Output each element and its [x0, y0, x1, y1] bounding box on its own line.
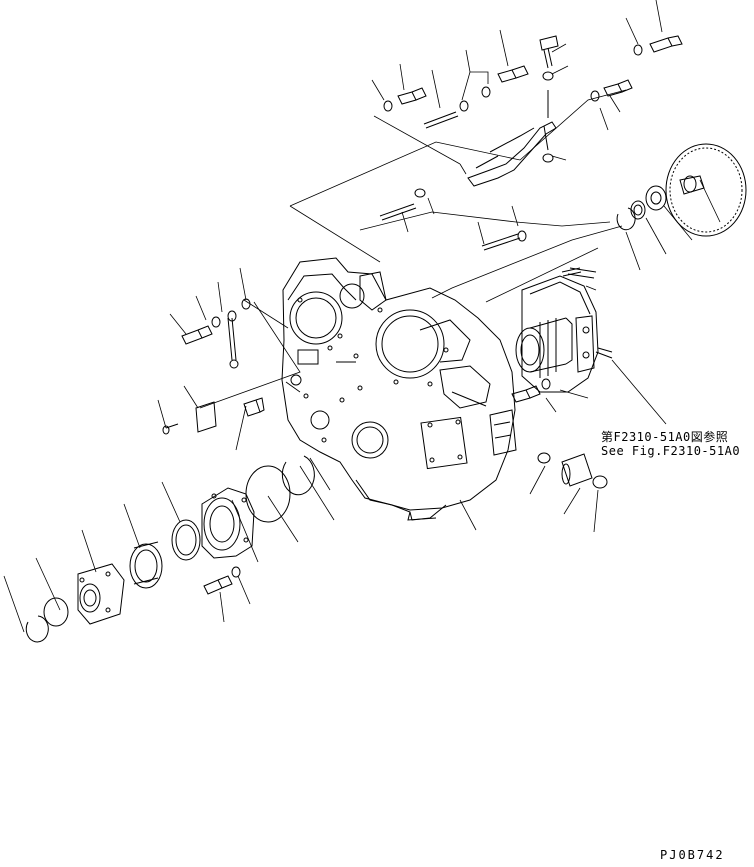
pin-right — [561, 267, 582, 277]
pto-housing — [515, 267, 599, 393]
guide-pin-top — [423, 111, 459, 129]
gear-snap-ring — [616, 207, 636, 231]
bearing-cage — [201, 487, 255, 559]
case-bore-left-lower — [310, 410, 330, 430]
cap-small — [537, 452, 551, 464]
washer-upper-b — [481, 86, 491, 98]
reference-note-english: See Fig.F2310-51A0 — [601, 444, 741, 458]
bearing-ring — [171, 519, 201, 561]
washer-lower — [231, 566, 241, 578]
case-bore-center — [375, 309, 445, 379]
reference-note-japanese: 第F2310-51A0図参照 — [601, 430, 729, 444]
gear-spacer-ring — [630, 200, 646, 220]
case-bore-upper-left — [289, 291, 343, 345]
rivet — [162, 423, 179, 435]
seal-left — [43, 597, 69, 627]
bolt-left — [181, 325, 213, 345]
drawing-id: PJ0B742 — [660, 848, 725, 862]
case-cover-plate — [420, 416, 468, 470]
level-gauge — [227, 317, 239, 369]
name-plate — [195, 401, 217, 433]
shim — [245, 465, 291, 523]
companion-flange — [77, 563, 125, 625]
filter-plug — [561, 453, 593, 487]
snap-ring-mid — [281, 455, 315, 496]
washer-top-center — [542, 71, 554, 81]
case-bore-lower — [351, 421, 389, 459]
washer-left-c — [241, 298, 251, 310]
bolt-lower — [203, 575, 233, 595]
bolt-upper-right — [603, 79, 633, 97]
washer-upper-a — [459, 100, 469, 112]
washer-right — [541, 378, 551, 390]
oil-seal — [129, 541, 163, 589]
breather-pipe — [467, 90, 557, 187]
washer-top-right — [633, 44, 643, 56]
case-bore-small — [339, 283, 365, 309]
snap-ring-left — [25, 615, 49, 643]
bolt-top-right — [649, 35, 683, 53]
gear-bearing — [645, 185, 667, 211]
guide-pin-mid-left — [379, 203, 417, 221]
guide-pin-mid-right — [481, 233, 521, 251]
drain-plug — [595, 347, 613, 359]
washer-left-a — [211, 316, 221, 328]
drive-gear — [665, 143, 747, 237]
bolt-upper-left — [397, 87, 427, 105]
washer-upper-right — [590, 90, 600, 102]
plug-left — [243, 397, 265, 417]
leader-lines — [3, 0, 721, 633]
bolt-upper-mid — [497, 65, 529, 83]
transmission-case — [281, 257, 517, 521]
cap-right — [592, 475, 608, 489]
bolt-right — [511, 385, 541, 403]
washer-upper-left — [383, 100, 393, 112]
bolt-top-center — [539, 35, 559, 69]
